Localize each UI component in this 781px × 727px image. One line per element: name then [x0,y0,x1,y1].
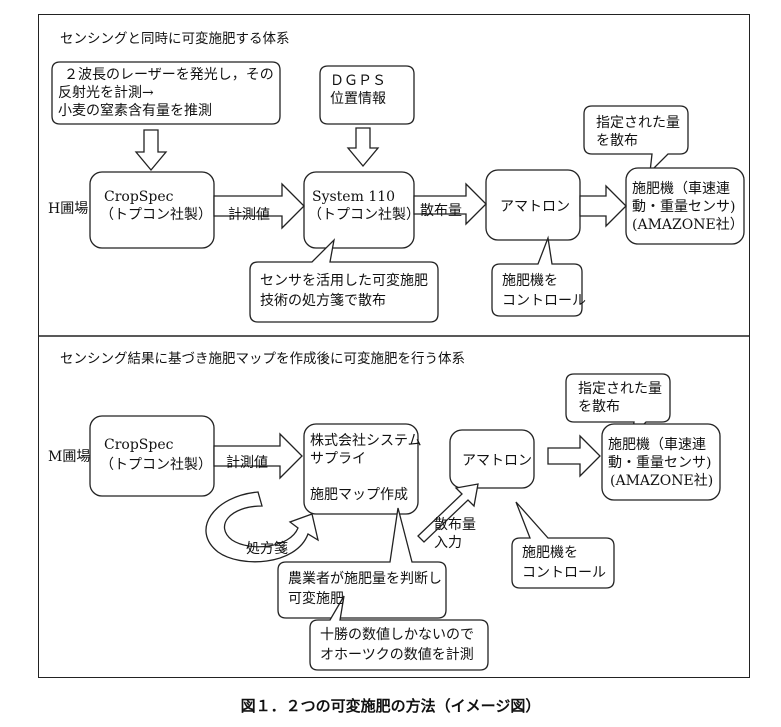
system110-line1: System 110 [312,189,396,205]
spread-note-top [583,105,689,174]
laser-note-line2: 反射光を計測→ [58,85,154,101]
spreader-top-line3: (AMAZONE社） [632,217,744,233]
arrow-measure-top [213,182,305,230]
laser-note-line3: 小麦の窒素含有量を推測 [58,103,212,119]
top-field-label: H圃場 [48,201,89,217]
down-arrow-dgps [346,127,380,168]
dgps-note-line1: ＤＧＰＳ [330,73,386,89]
diagram-frame [38,14,750,678]
down-arrow-laser [134,129,168,172]
spreader-box-bottom [601,423,721,501]
system-supply-line4: 施肥マップ作成 [310,487,408,503]
control-note-bottom-line2: コントロール [522,565,606,581]
arrow-input-bottom [417,483,479,543]
cropspec-top-line1: CropSpec [104,189,174,205]
arrow-spreader-top [579,184,627,228]
cropspec-bottom-line1: CropSpec [104,437,174,453]
system-supply-line1: 株式会社システム [310,433,422,449]
input-label-line1: 散布量 [434,517,476,533]
spreader-bottom-line2: 動・重量センサ) [608,455,712,471]
cropspec-top-line2: （トプコン社製） [100,207,212,223]
spread-note-bottom-line2: を散布 [578,399,620,415]
bottom-section-title: センシング結果に基づき施肥マップを作成後に可変施肥を行う体系 [60,351,465,367]
amatron-bottom-label: アマトロン [462,453,532,469]
tokachi-note-bottom [309,595,489,671]
input-label-line2: 入力 [434,535,462,551]
control-note-top-line1: 施肥機を [502,273,558,289]
control-note-top [491,235,583,317]
tokachi-note-line1: 十勝の数値しかないので [320,627,474,643]
measure-label-bottom: 計測値 [226,455,268,471]
sensor-note-line2: 技術の処方箋で散布 [260,293,386,309]
arrow-measure-bottom [213,432,303,480]
measure-label-top: 計測値 [228,207,270,223]
system110-line2: （トプコン社製） [308,207,420,223]
spreader-top-line2: 動・重量センサ) [632,199,736,215]
control-note-bottom-line1: 施肥機を [522,545,578,561]
spreader-bottom-line1: 施肥機（車速連 [608,437,706,453]
bottom-field-label: M圃場 [48,449,91,465]
top-section-title: センシングと同時に可変施肥する体系 [60,31,290,47]
amatron-box-bottom [449,429,535,489]
system-supply-line2: サプライ [310,451,366,467]
system-supply-box [303,423,419,515]
laser-note-callout [51,61,281,125]
arrow-amount-top [413,182,487,226]
spread-note-bottom-line1: 指定された量 [578,381,662,397]
farmer-note-bottom [277,507,447,619]
amount-label-top: 散布量 [420,203,462,219]
arrow-spreader-bottom [547,434,601,478]
cropspec-bottom-line2: （トプコン社製） [100,457,212,473]
spreader-top-line1: 施肥機（車速連 [632,181,730,197]
spread-note-top-line1: 指定された量 [596,115,680,131]
control-note-bottom [511,501,615,589]
farmer-note-line1: 農業者が施肥量を判断し [288,571,442,587]
spread-note-top-line2: を散布 [596,133,638,149]
dgps-note-callout [319,65,415,125]
spreader-bottom-line3: (AMAZONE社) [610,473,714,489]
control-note-top-line2: コントロール [502,293,586,309]
tokachi-note-line2: オホーツクの数値を計測 [320,647,474,663]
sensor-note-line1: センサを活用した可変施肥 [260,273,428,289]
prescription-loop-arrow [205,491,319,563]
dgps-note-line2: 位置情報 [330,91,386,107]
figure-caption: 図１．２つの可変施肥の方法（イメージ図） [240,697,541,715]
amatron-top-label: アマトロン [500,199,570,215]
sensor-note-top [249,238,439,323]
farmer-note-line2: 可変施肥 [288,591,344,607]
laser-note-line1: ２波長のレーザーを発光し，その [64,67,274,83]
prescription-label: 処方箋 [246,541,288,557]
